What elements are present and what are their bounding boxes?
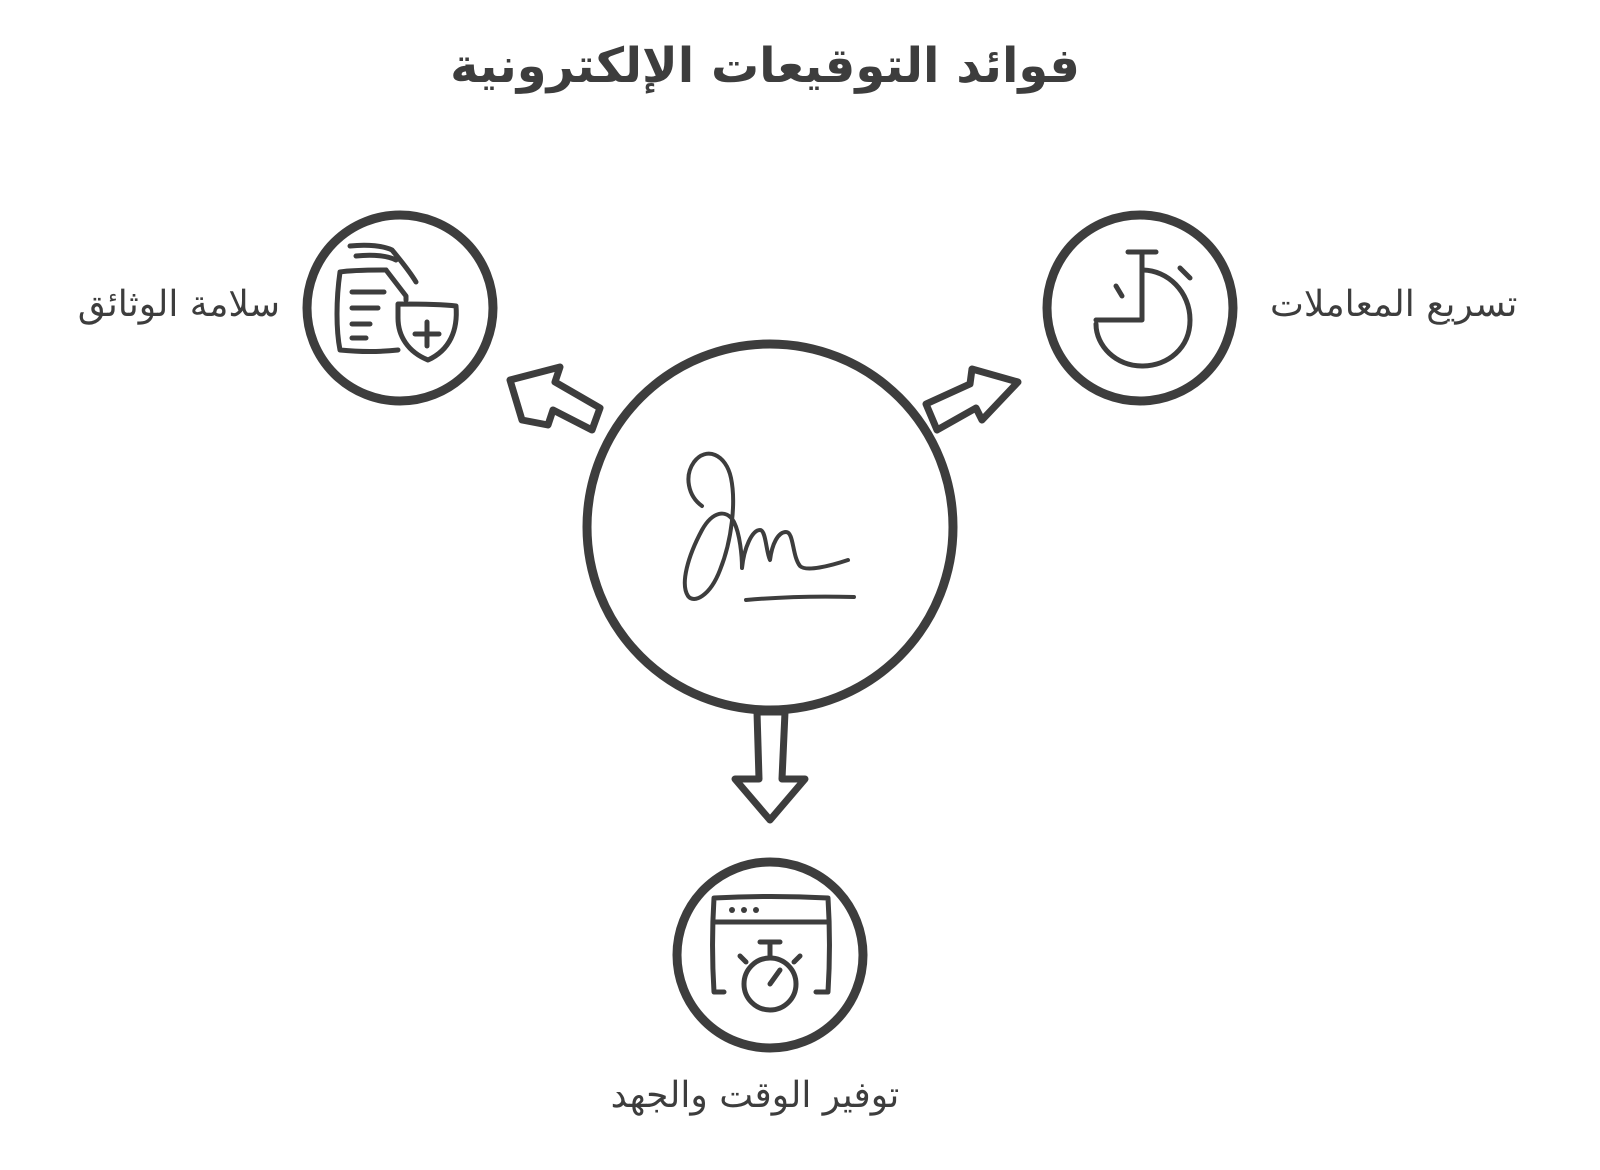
benefit-label-time-effort-saving: توفير الوقت والجهد	[610, 1075, 900, 1116]
arrow-down	[731, 708, 809, 824]
signature-icon	[682, 451, 856, 602]
timer-icon	[1093, 249, 1193, 369]
diagram-title: فوائد التوقيعات الإلكترونية	[450, 38, 1080, 94]
benefit-label-faster-transactions: تسريع المعاملات	[1270, 284, 1518, 325]
arrow-up-left	[506, 363, 604, 434]
center-node	[582, 339, 958, 715]
document-shield-icon	[334, 242, 459, 363]
arrow-up-right	[922, 365, 1022, 434]
benefit-node-faster-transactions	[1042, 210, 1238, 406]
benefit-label-document-integrity: سلامة الوثائق	[77, 284, 280, 325]
browser-stopwatch-icon	[710, 894, 832, 1013]
benefit-node-document-integrity	[302, 210, 498, 406]
benefit-node-time-effort-saving	[672, 857, 868, 1053]
